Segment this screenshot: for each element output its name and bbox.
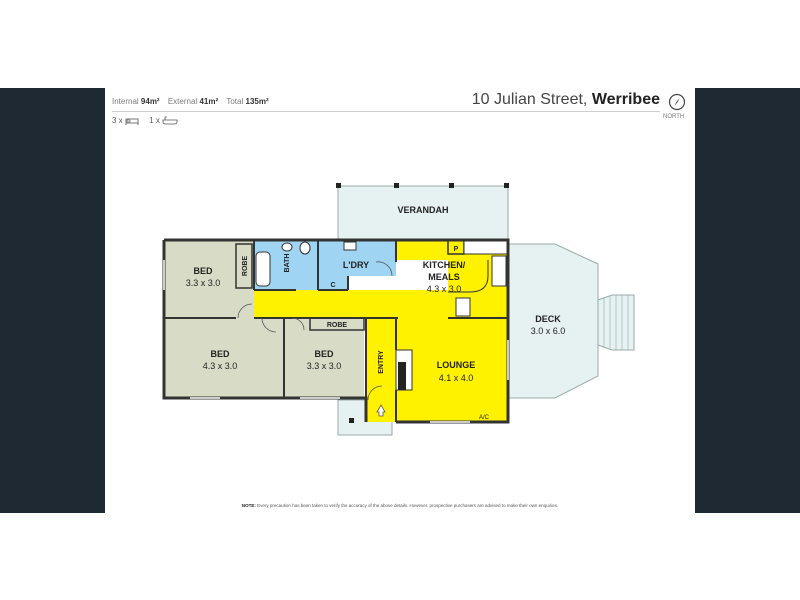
porch-post xyxy=(349,418,354,423)
disclaimer-note: NOTE: Every precaution has been taken to… xyxy=(105,503,695,508)
street-address: 10 Julian Street, xyxy=(471,91,588,108)
external-area-value: 41m² xyxy=(199,97,219,106)
toilet xyxy=(299,241,311,255)
left-backdrop-panel xyxy=(0,88,105,513)
north-label: NORTH xyxy=(663,114,685,120)
cooktop xyxy=(455,297,471,317)
internal-area-label: Internal xyxy=(112,97,139,106)
bed1-size: 3.3 x 3.0 xyxy=(186,278,221,288)
suburb-name: Werribee xyxy=(591,91,660,108)
fridge-space xyxy=(463,239,509,255)
verandah-label: VERANDAH xyxy=(397,205,448,215)
deck-size: 3.0 x 6.0 xyxy=(531,326,566,336)
cupboard-label: C xyxy=(330,282,335,289)
basin xyxy=(281,242,293,252)
header-divider xyxy=(112,111,660,112)
external-area-label: External xyxy=(167,97,198,106)
hallway-area xyxy=(254,240,508,422)
total-area-value: 135m² xyxy=(245,97,269,106)
laundry-label: L'DRY xyxy=(343,260,369,270)
lounge-room xyxy=(396,318,508,422)
bed-icon xyxy=(125,118,139,125)
bathtub xyxy=(255,251,271,287)
pantry-label: P xyxy=(454,246,459,253)
step-lines xyxy=(603,295,629,350)
kitchen-size: 4.3 x 3.0 xyxy=(427,284,462,294)
kitchen-bench xyxy=(448,260,489,293)
kitchen-sink-bench xyxy=(491,255,507,287)
property-address: 10 Julian Street, Werribee xyxy=(472,91,660,109)
bed2-size: 4.3 x 3.0 xyxy=(203,361,238,371)
bedroom-count: 3 x xyxy=(112,116,123,125)
laundry-tub xyxy=(343,241,357,251)
bed2-label: BED xyxy=(210,349,230,359)
north-compass-icon xyxy=(668,93,686,111)
aircon-label: A/C xyxy=(479,415,490,421)
fireplace-hearth xyxy=(398,362,406,390)
note-text: Every precaution has been taken to verif… xyxy=(257,503,559,508)
cupboard xyxy=(318,276,348,290)
right-backdrop-panel xyxy=(695,88,800,513)
door-swings xyxy=(237,261,393,401)
note-label: NOTE: xyxy=(241,503,256,508)
total-area-label: Total xyxy=(226,97,244,106)
verandah-post xyxy=(336,183,341,188)
windows xyxy=(163,260,509,423)
verandah-post xyxy=(504,183,509,188)
laundry xyxy=(318,240,396,276)
entry-arrow-icon xyxy=(376,404,386,417)
lounge-size: 4.1 x 4.0 xyxy=(439,373,474,383)
bed3-size: 3.3 x 3.0 xyxy=(307,361,342,371)
deck-label: DECK xyxy=(535,314,561,324)
kitchen-label-line2: MEALS xyxy=(428,272,460,282)
area-summary: Internal 94m² External 41m² Total 135m² xyxy=(112,97,269,106)
lounge-label: LOUNGE xyxy=(437,360,476,370)
bathtub-icon xyxy=(162,116,178,125)
kitchen-label-line1: KITCHEN/ xyxy=(423,260,466,270)
bath-label: BATH xyxy=(284,254,291,273)
robe1-label: ROBE xyxy=(242,256,249,277)
bedroom-2 xyxy=(164,318,284,398)
robe-1 xyxy=(235,243,253,289)
bed1-label: BED xyxy=(193,266,213,276)
entry-label: ENTRY xyxy=(378,350,385,374)
room-count-summary: 3 x 1 x xyxy=(112,116,178,125)
interior-walls xyxy=(164,240,508,422)
verandah-post xyxy=(449,183,454,188)
bed3-label: BED xyxy=(314,349,334,359)
internal-area-value: 94m² xyxy=(140,97,160,106)
verandah-post xyxy=(394,183,399,188)
bedroom-3 xyxy=(284,318,364,398)
robe2-label: ROBE xyxy=(327,322,348,329)
bathroom-count: 1 x xyxy=(149,116,160,125)
